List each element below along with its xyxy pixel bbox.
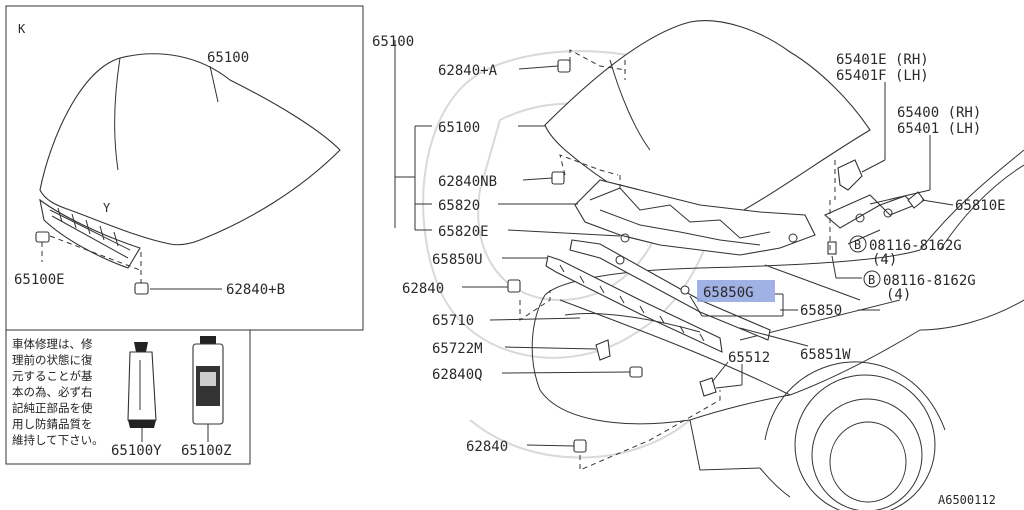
clip-m [595,339,611,361]
leader-lines [394,40,954,447]
label-stopper-nb: 62840NB [438,174,497,190]
inset-bumper-pad [35,231,50,243]
can-part: 65100Z [181,443,232,459]
notice-line: 車体修理は、修 [12,337,93,351]
car-body [531,149,1024,510]
label-clip-g: 65850G [703,285,754,301]
callout-labels: 65100 62840+A 65100 62840NB 65820 65820E… [372,34,1006,507]
label-stopper-2: 62840 [466,439,508,455]
stopper-1 [507,279,521,293]
label-seal: 65850 [800,303,842,319]
bolt-mark-1: B [854,238,861,252]
notice-line: 維持して下さい。 [12,433,104,447]
inset-bumper-part: 65100E [14,272,65,288]
hood-insulator [574,179,816,256]
label-stopper-a: 62840+A [438,63,498,79]
label-insulator: 65820 [438,198,480,214]
notice-panel: 車体修理は、修 理前の状態に復 元することが基 本の為、必ず右 記純正部品を使 … [5,329,251,465]
tube-part: 65100Y [111,443,162,459]
label-qty-2: (4) [886,287,911,303]
label-seal-u: 65850U [432,252,483,268]
inset-panel: K 65100 Y 65100E 62840+B [5,5,364,331]
notice-line: 用し防錆品質を [12,417,93,431]
label-hinge-rh: 65400 (RH) [897,105,981,121]
inset-corner-letter: K [18,22,26,36]
notice-line: 記純正部品を使 [12,401,93,415]
clip-e [615,255,625,265]
label-insulator-e: 65820E [438,224,489,240]
label-hood: 65100 [438,120,480,136]
label-qty-1: (4) [872,252,897,268]
spray-can-icon [192,336,224,425]
label-lock: 65512 [728,350,770,366]
bolt-mark-2: B [868,273,875,287]
clip-g [680,285,690,295]
label-hood-group: 65100 [372,34,414,50]
label-strip: 65710 [432,313,474,329]
part-highlight [697,280,775,302]
hood [544,20,871,224]
notice-line: 理前の状態に復 [12,353,93,367]
inset-hood [39,53,341,246]
diagram-id: A6500112 [938,493,996,507]
label-hinge-lh: 65401 (LH) [897,121,981,137]
hood-hinge [823,159,925,255]
label-hinge-e: 65401E (RH) [836,52,929,68]
bolt-mark-icon [863,270,881,288]
hood-lock [699,377,717,397]
inset-stopper [134,282,149,295]
notice-line: 元することが基 [12,369,93,383]
label-rod-e: 65810E [955,198,1006,214]
bolt-mark-icon [849,235,867,253]
hood-seal-strips [545,239,771,353]
stopper-nb [551,171,565,185]
notice-line: 本の為、必ず右 [12,385,93,399]
label-clip-m: 65722M [432,341,483,357]
inset-stopper-part: 62840+B [226,282,285,298]
hinge-bolt-icon [827,241,837,255]
guide-lines [519,49,836,471]
inset-arrow-mark: Y [103,201,111,215]
stopper-a [557,59,571,73]
label-bolt-2: 08116-8162G [883,273,976,289]
sealant-tube-icon [127,342,157,428]
label-bolt-1: 08116-8162G [869,238,962,254]
stopper-q [629,366,643,378]
label-seal-w: 65851W [800,347,851,363]
label-stopper-q: 62840Q [432,367,483,383]
stopper-2 [573,439,587,453]
label-hinge-f: 65401F (LH) [836,68,929,84]
label-stopper-1: 62840 [402,281,444,297]
inset-hood-part: 65100 [207,50,249,66]
